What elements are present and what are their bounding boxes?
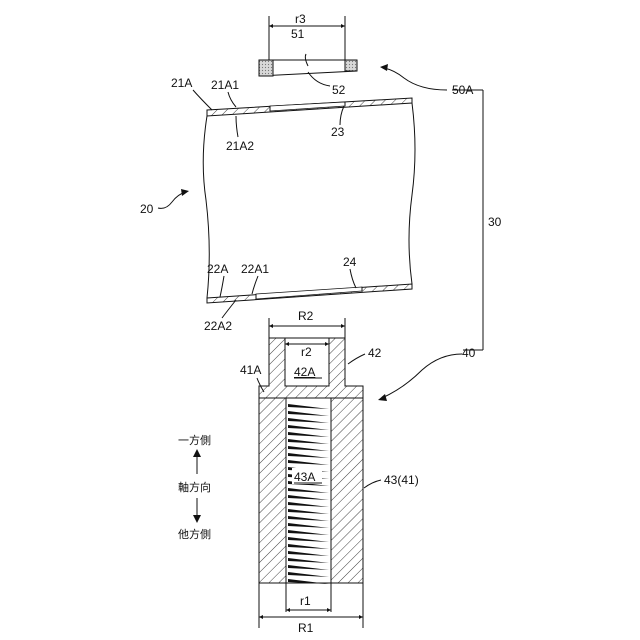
label-22A1: 22A1 <box>241 262 269 276</box>
label-51: 51 <box>291 27 305 41</box>
label-r2: r2 <box>301 345 312 359</box>
label-43-41: 43(41) <box>384 473 419 487</box>
label-23: 23 <box>331 125 345 139</box>
label-42A: 42A <box>294 365 315 379</box>
tube-20 <box>203 98 415 303</box>
label-R1: R1 <box>298 621 314 635</box>
label-21A2: 21A2 <box>226 139 254 153</box>
arrow-40 <box>382 354 462 398</box>
cap-51 <box>259 16 357 86</box>
label-43A: 43A <box>294 470 315 484</box>
axis-direction: 軸方向 <box>178 480 211 494</box>
label-22A: 22A <box>207 262 228 276</box>
label-40: 40 <box>462 346 476 360</box>
label-42: 42 <box>368 346 382 360</box>
body-43 <box>259 398 363 584</box>
bracket-30 <box>452 90 483 350</box>
label-20: 20 <box>140 202 154 216</box>
label-22A2: 22A2 <box>204 319 232 333</box>
arrow-50A <box>384 68 447 90</box>
label-30: 30 <box>488 215 502 229</box>
label-r3: r3 <box>295 12 306 26</box>
label-24: 24 <box>343 255 357 269</box>
label-21A1: 21A1 <box>211 78 239 92</box>
label-41A: 41A <box>240 363 261 377</box>
axis-one-side: 一方側 <box>178 433 211 447</box>
label-r1: r1 <box>300 594 311 608</box>
label-21A: 21A <box>171 76 192 90</box>
axis-other-side: 他方側 <box>178 527 211 541</box>
label-R2: R2 <box>298 309 314 323</box>
label-52: 52 <box>332 83 346 97</box>
